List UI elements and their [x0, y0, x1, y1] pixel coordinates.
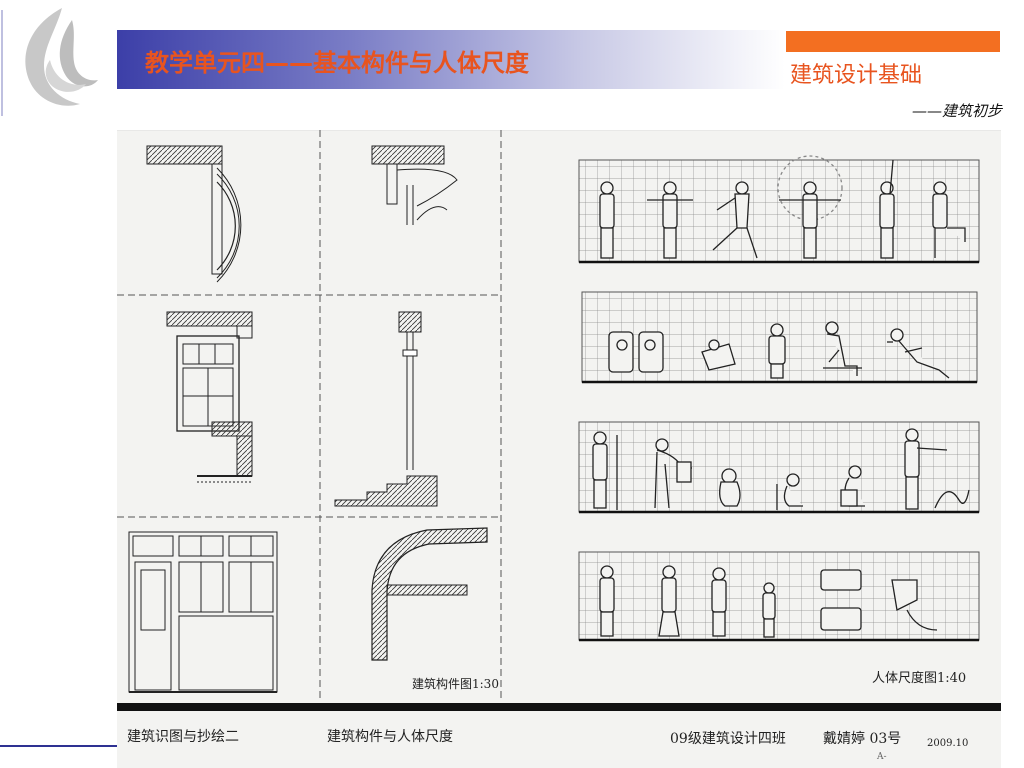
- footer-mark: A-: [877, 752, 887, 762]
- component-drawing-caption: 建筑构件图1:30: [412, 677, 499, 691]
- bending-figures: [592, 428, 970, 510]
- drawing-sheet-image: 建筑构件图1:30 人体尺度图1:40 建筑识图与抄绘二 建筑构件与人体尺度 0…: [117, 130, 1001, 768]
- orange-accent-bar: [786, 31, 1000, 52]
- window-section-drawing: [166, 311, 253, 483]
- door-window-elevation: [128, 531, 278, 693]
- door-plan-drawing: [146, 145, 242, 283]
- footer-class: 09级建筑设计四班: [670, 731, 786, 747]
- human-scale-grid-strips: [578, 159, 980, 642]
- divider-line: [0, 745, 118, 747]
- standing-figures: [599, 155, 966, 259]
- footer-sheet-title: 建筑构件与人体尺度: [327, 729, 453, 745]
- column-stair-drawing: [334, 311, 438, 507]
- page-title: 教学单元四——基本构件与人体尺度: [145, 49, 529, 77]
- footer-author: 戴婧婷 03号: [823, 731, 902, 747]
- course-subtitle: ——建筑初步: [911, 102, 1002, 120]
- curved-corner-section: [371, 527, 488, 661]
- flame-g-logo-icon: [0, 0, 112, 120]
- window-head-drawing: [371, 145, 458, 225]
- title-band: [117, 30, 785, 89]
- footer-date: 2009.10: [927, 738, 969, 749]
- human-scale-caption: 人体尺度图1:40: [872, 671, 967, 686]
- child-adult-figures: [599, 565, 938, 638]
- footer-series-title: 建筑识图与抄绘二: [127, 729, 239, 745]
- reclining-figures: [608, 321, 950, 379]
- course-name: 建筑设计基础: [790, 63, 923, 88]
